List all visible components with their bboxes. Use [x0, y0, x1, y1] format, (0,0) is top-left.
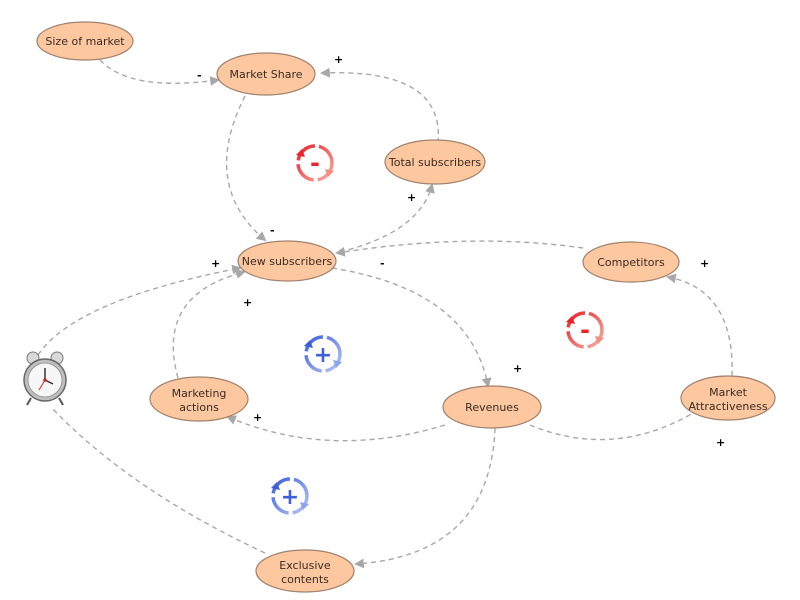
node-revenues[interactable]: Revenues: [442, 385, 542, 429]
edge-clock-to-new: [37, 264, 242, 356]
node-exclusive-contents[interactable]: Exclusive contents: [255, 549, 355, 593]
sign-competitors-to-new: -: [380, 257, 385, 270]
loop-reinforcing-center-symbol: +: [314, 343, 332, 368]
edge-share-to-new: [225, 95, 267, 242]
node-total-subscribers[interactable]: Total subscribers: [384, 139, 486, 185]
sign-new-to-total: +: [407, 191, 416, 204]
node-market-attractiveness-label-line1: Market: [709, 386, 747, 399]
node-competitors-label: Competitors: [597, 256, 665, 269]
node-new-subscribers-label: New subscribers: [242, 255, 333, 268]
node-market-attractiveness[interactable]: Market Attractiveness: [680, 375, 776, 421]
edge-size-to-share: [99, 59, 220, 86]
loop-reinforcing-bottom-symbol: +: [281, 485, 299, 510]
loop-balancing-top: -: [296, 144, 334, 182]
sign-share-to-new: -: [270, 224, 275, 237]
loop-balancing-right: -: [566, 311, 604, 349]
node-market-attractiveness-label-line2: Attractiveness: [688, 400, 767, 413]
sign-revenues-to-attractiveness: +: [716, 436, 725, 449]
node-market-share-label: Market Share: [229, 68, 302, 81]
loop-reinforcing-center: +: [304, 335, 342, 373]
edge-new-to-total: [339, 183, 435, 253]
node-revenues-label: Revenues: [465, 401, 519, 414]
sign-revenues-from-new: +: [513, 362, 522, 375]
edge-total-to-share: [320, 67, 440, 144]
edge-revenues-to-marketing: [226, 415, 446, 442]
loop-reinforcing-bottom: +: [271, 477, 309, 515]
loop-balancing-top-symbol: -: [310, 149, 320, 177]
sign-revenues-to-marketing: +: [253, 411, 262, 424]
edge-exclusive-to-clock: [51, 407, 266, 554]
node-exclusive-contents-label-line2: contents: [281, 573, 329, 586]
node-marketing-actions[interactable]: Marketing actions: [149, 376, 249, 422]
sign-total-to-share: +: [334, 53, 343, 66]
node-new-subscribers[interactable]: New subscribers: [237, 240, 337, 282]
edges: [37, 59, 733, 569]
node-size-of-market[interactable]: Size of market: [36, 21, 134, 61]
edge-attractiveness-to-competitors: [666, 273, 733, 377]
node-total-subscribers-label: Total subscribers: [388, 156, 482, 169]
edge-revenues-to-exclusive: [354, 427, 496, 569]
edge-competitors-to-new: [335, 240, 584, 257]
sign-size-to-share: -: [197, 69, 202, 82]
node-exclusive-contents-label-line1: Exclusive: [279, 559, 331, 572]
node-competitors[interactable]: Competitors: [582, 241, 680, 283]
polarity-signs: - + - + - + + + + + +: [197, 53, 725, 449]
node-size-of-market-label: Size of market: [45, 35, 125, 48]
node-marketing-actions-label-line2: actions: [179, 401, 219, 414]
loop-balancing-right-symbol: -: [580, 316, 590, 344]
edge-new-to-revenues: [331, 267, 492, 388]
sign-marketing-to-new: +: [243, 296, 252, 309]
edge-marketing-to-new: [172, 269, 246, 379]
alarm-clock-icon: [23, 351, 67, 406]
node-marketing-actions-label-line1: Marketing: [172, 387, 227, 400]
sign-clock-to-new: +: [211, 257, 220, 270]
sign-attractiveness-to-competitors: +: [700, 257, 709, 270]
edge-revenues-to-attractiveness: [529, 403, 708, 441]
node-market-share[interactable]: Market Share: [216, 52, 316, 96]
